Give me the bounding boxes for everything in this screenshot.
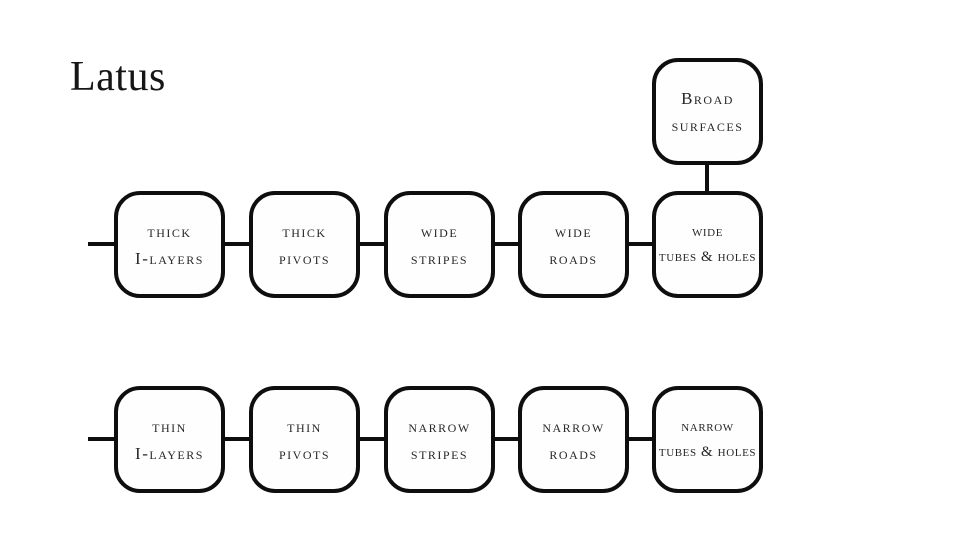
- node-label-line1: narrow: [408, 416, 471, 436]
- connector: [358, 437, 386, 441]
- connector-stub-row2: [88, 437, 116, 441]
- node-label-line1: narrow: [681, 418, 734, 435]
- node-label-line2: roads: [549, 248, 598, 268]
- node-label-line1: wide: [691, 223, 724, 240]
- node-label-line2: stripes: [410, 443, 469, 463]
- node-narrow-tubes-holes: narrow tubes & holes: [652, 386, 763, 493]
- connector: [223, 437, 251, 441]
- node-label-line2: I-layers: [135, 443, 204, 463]
- node-label-line1: thin: [287, 416, 322, 436]
- connector: [627, 242, 654, 246]
- node-label-line1: Broad: [681, 88, 734, 108]
- connector: [493, 242, 520, 246]
- node-thick-pivots: thick pivots: [249, 191, 360, 298]
- node-label-line2: tubes & holes: [658, 248, 757, 265]
- node-thin-pivots: thin pivots: [249, 386, 360, 493]
- node-label-line1: thick: [147, 221, 192, 241]
- connector: [223, 242, 251, 246]
- node-wide-roads: wide roads: [518, 191, 629, 298]
- node-label-line2: stripes: [410, 248, 469, 268]
- node-narrow-roads: narrow roads: [518, 386, 629, 493]
- node-label-line1: wide: [420, 221, 459, 241]
- node-thin-i-layers: thin I-layers: [114, 386, 225, 493]
- slide-title: Latus: [70, 54, 166, 100]
- node-wide-stripes: wide stripes: [384, 191, 495, 298]
- connector: [627, 437, 654, 441]
- connector-stub-row1: [88, 242, 116, 246]
- node-broad-surfaces: Broad surfaces: [652, 58, 763, 165]
- node-thick-i-layers: thick I-layers: [114, 191, 225, 298]
- node-label-line2: surfaces: [671, 115, 744, 135]
- node-label-line2: roads: [549, 443, 598, 463]
- node-label-line2: tubes & holes: [658, 443, 757, 460]
- node-label-line1: narrow: [542, 416, 605, 436]
- connector-vertical: [705, 163, 709, 194]
- connector: [493, 437, 520, 441]
- connector: [358, 242, 386, 246]
- node-label-line2: pivots: [278, 443, 330, 463]
- node-narrow-stripes: narrow stripes: [384, 386, 495, 493]
- node-label-line1: wide: [554, 221, 593, 241]
- node-label-line2: pivots: [278, 248, 330, 268]
- node-label-line1: thin: [152, 416, 187, 436]
- node-wide-tubes-holes: wide tubes & holes: [652, 191, 763, 298]
- node-label-line2: I-layers: [135, 248, 204, 268]
- node-label-line1: thick: [282, 221, 327, 241]
